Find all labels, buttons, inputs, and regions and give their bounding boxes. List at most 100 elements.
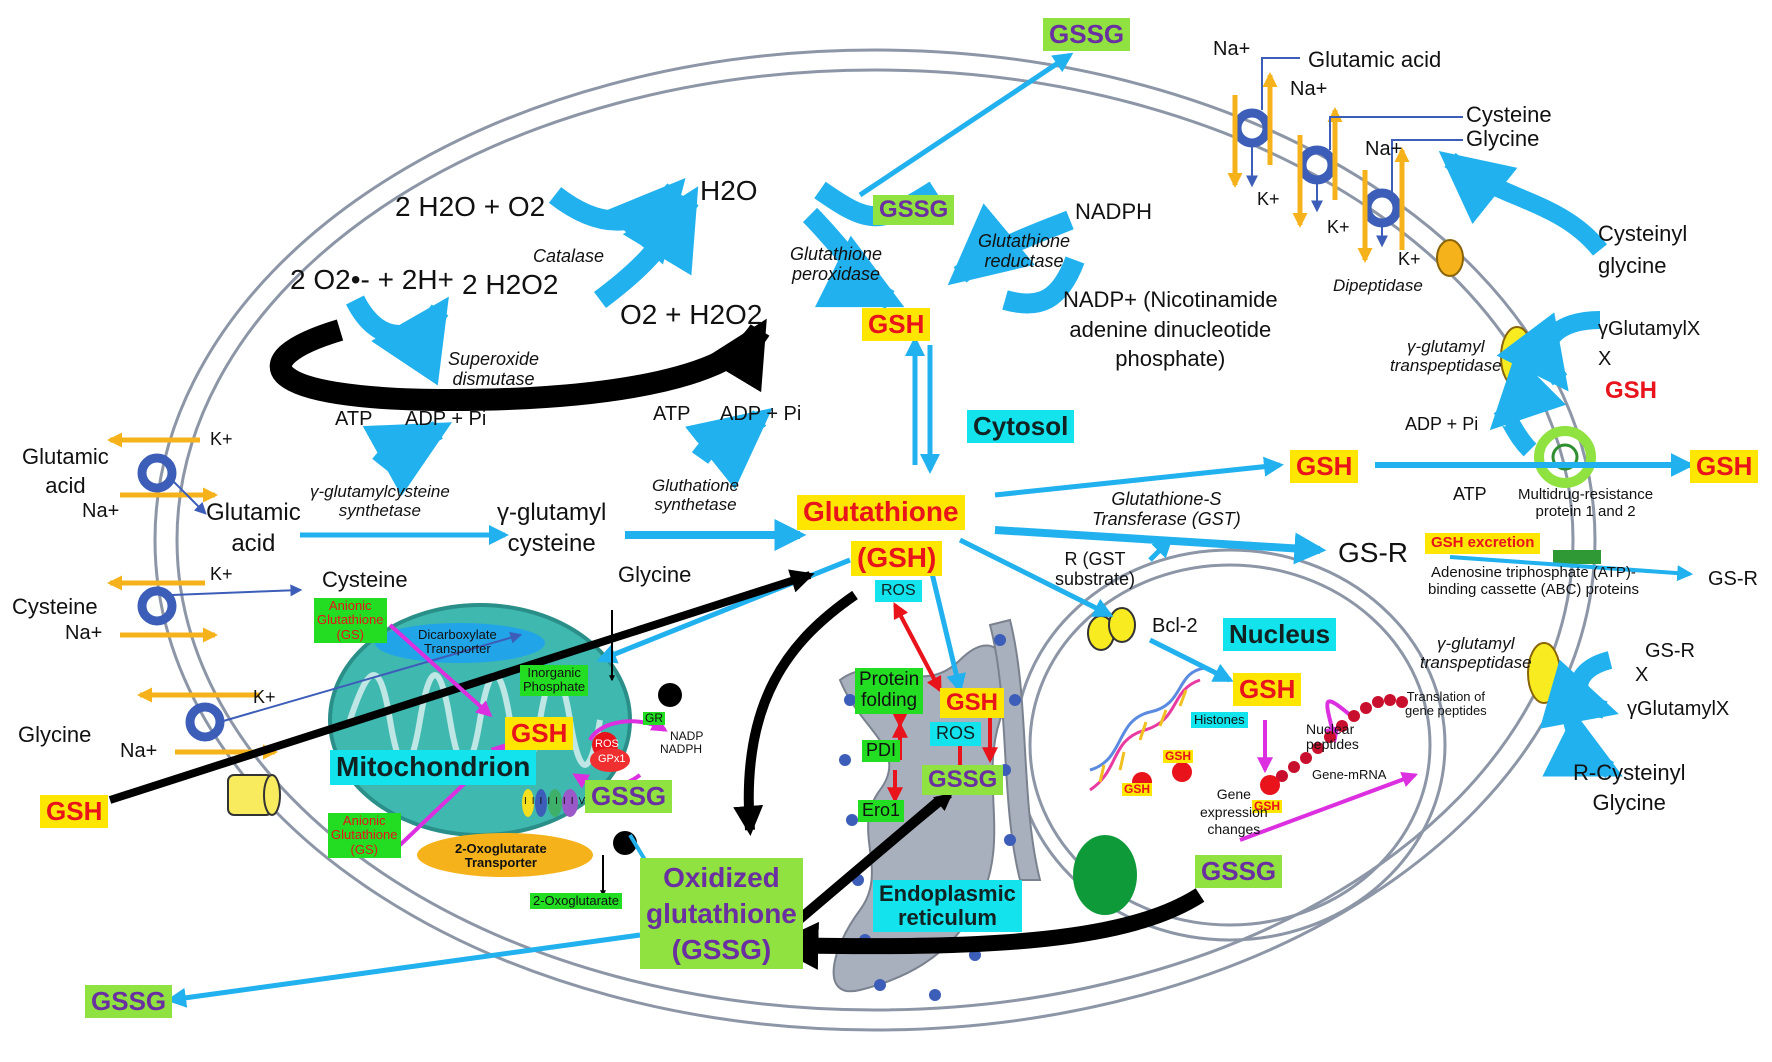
ggt-enzyme-top	[1500, 326, 1534, 388]
dipeptidase-enzyme	[1436, 239, 1464, 277]
histones-label: Histones	[1191, 712, 1248, 729]
gsh-dna-2: GSH	[1122, 782, 1153, 797]
abc-transporter	[1553, 550, 1601, 564]
oxoglutarate-transporter-shape	[417, 833, 593, 877]
nucleus-label: Nucleus	[1223, 618, 1337, 651]
gs-r-out-label: GS-R	[1708, 568, 1758, 590]
gene-mrna-label: Gene-mRNA	[1312, 767, 1387, 782]
gsh-excretion-label: GSH excretion	[1425, 533, 1541, 554]
gamma-glutamyl-x-label: γGlutamylX	[1598, 318, 1701, 340]
mrp-transporter	[1534, 426, 1596, 488]
gsh-dna-1: GSH	[1163, 749, 1194, 764]
electron-transport-complexes-icon	[522, 789, 578, 817]
k-ion-3: K+	[1398, 249, 1421, 269]
gssg-er: GSSG	[922, 765, 1004, 796]
ero1-label: Ero1	[858, 800, 905, 822]
glycine-cytosol: Glycine	[618, 562, 692, 587]
glutathione-central: Glutathione	[797, 495, 965, 530]
k-ion-left-2: K+	[210, 564, 233, 584]
k-ion-left-1: K+	[210, 429, 233, 449]
bcl2-label: Bcl-2	[1152, 615, 1198, 637]
mitochondrion-label: Mitochondrion	[330, 750, 537, 785]
complex-labels: IIIIIIIV	[524, 796, 591, 807]
adp-label-2: ADP + Pi	[720, 403, 802, 425]
k-ion-left-3: K+	[253, 687, 276, 707]
adp-label-1: ADP + Pi	[405, 408, 487, 430]
gssg-nuclear: GSSG	[1195, 855, 1283, 888]
right-ion-thin-arrows	[1246, 57, 1463, 248]
k-ion-2: K+	[1327, 217, 1350, 237]
glycine-right: Glycine	[1466, 126, 1540, 151]
dna-helix-icon	[1089, 666, 1206, 792]
gamma-glutamyl-x-ggt-label: γGlutamylX	[1627, 698, 1730, 720]
gsh-central: (GSH)	[851, 541, 943, 576]
x-label: X	[1598, 348, 1612, 370]
nucleus-shape	[1013, 548, 1447, 942]
left-ion-arrows	[107, 432, 278, 760]
glycine-left: Glycine	[18, 722, 92, 747]
oxygen-peroxide-product: O2 + H2O2	[620, 299, 763, 330]
ros-central: ROS	[875, 580, 922, 602]
gsh-red-dot-3	[1260, 775, 1280, 795]
gsh-mitochondrial: GSH	[505, 717, 574, 750]
gsh-extracellular-top: GSH	[1605, 377, 1658, 404]
oxoglutarate-out-label: 2-Oxoglutarate	[530, 893, 622, 910]
nadph-label: NADPH	[1075, 199, 1153, 224]
abc-proteins-label: Adenosine triphosphate (ATP)-binding cas…	[1428, 564, 1639, 598]
water-label: H2O	[700, 175, 758, 206]
gsh-top-label: GSH	[862, 308, 931, 341]
gr-label: GR	[643, 711, 665, 726]
hydrogen-peroxide-label: 2 H2O2	[462, 269, 559, 300]
ggt-enzyme-bottom	[1527, 642, 1561, 704]
adp-label-mrp: ADP + Pi	[1405, 414, 1479, 434]
right-ion-arrows	[1227, 72, 1410, 263]
gsh-nuclear: GSH	[1233, 673, 1302, 706]
gssg-mitochondrial: GSSG	[585, 780, 673, 813]
bcl2-channel	[1087, 607, 1136, 651]
yellow-channel-left	[227, 774, 281, 816]
cysteine-cytosol: Cysteine	[322, 567, 408, 592]
catalase-label: Catalase	[533, 246, 605, 266]
cytosol-label: Cytosol	[967, 410, 1075, 443]
gssg-export-top: GSSG	[1043, 18, 1131, 51]
water-oxygen-product: 2 H2O + O2	[395, 191, 546, 222]
glutamic-acid-right: Glutamic acid	[1308, 47, 1442, 72]
cysteine-right: Cysteine	[1466, 102, 1552, 127]
ggt-curved-arrows	[1438, 151, 1623, 779]
mito-channel-dot-1	[658, 683, 682, 707]
gsh-export-middle: GSH	[1290, 450, 1359, 483]
x-ggt-label: X	[1635, 664, 1649, 686]
gsh-export-out: GSH	[1690, 450, 1759, 483]
cysteine-left: Cysteine	[12, 594, 98, 619]
na-ion-left-3: Na+	[120, 740, 158, 762]
superoxide-reactant: 2 O2•- + 2H+	[290, 264, 454, 295]
gsh-extracellular-left: GSH	[40, 795, 109, 828]
atp-label-2: ATP	[653, 403, 691, 425]
cell-membrane	[153, 48, 1597, 1032]
left-ion-thin-arrows	[171, 479, 523, 723]
